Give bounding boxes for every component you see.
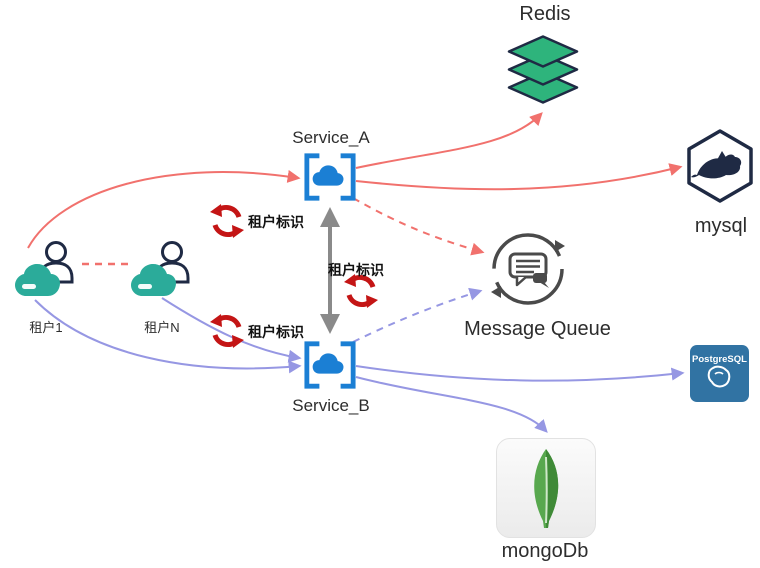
edge-tenantN-serviceB bbox=[161, 297, 302, 363]
edge-serviceA-redis bbox=[355, 112, 543, 169]
edge-serviceB-mq bbox=[352, 287, 483, 343]
tenant1-label: 租户1 bbox=[29, 320, 63, 335]
edge-tenant1-serviceA bbox=[27, 169, 301, 249]
tenant-id-badge-2: 租户标识 bbox=[328, 262, 384, 278]
serviceB-icon bbox=[303, 340, 357, 390]
tenant-id-badge-3: 租户标识 bbox=[248, 324, 304, 340]
postgresql-elephant-glyph bbox=[707, 365, 730, 388]
redis-label: Redis bbox=[519, 3, 571, 25]
tenantN-icon bbox=[128, 238, 196, 302]
mongodb-icon bbox=[496, 438, 596, 538]
message-queue-icon bbox=[489, 230, 567, 308]
edge-serviceB-mongodb bbox=[355, 376, 548, 433]
postgresql-label: PostgreSQL bbox=[692, 354, 747, 365]
message-queue-label: Message Queue bbox=[464, 318, 611, 340]
mysql-icon bbox=[683, 127, 757, 205]
serviceB-label: Service_B bbox=[292, 396, 370, 415]
tenant1-icon bbox=[12, 238, 80, 302]
tenant-id-badge-1: 租户标识 bbox=[248, 214, 304, 230]
mysql-label: mysql bbox=[694, 215, 748, 237]
serviceA-icon bbox=[303, 152, 357, 202]
tenantN-label: 租户N bbox=[144, 320, 180, 335]
edge-tenant1-serviceB bbox=[34, 299, 302, 374]
serviceA-label: Service_A bbox=[292, 128, 370, 147]
postgresql-icon: PostgreSQL bbox=[690, 345, 749, 402]
edge-serviceA-mq bbox=[352, 197, 485, 256]
mongodb-label: mongoDb bbox=[501, 540, 589, 562]
edge-serviceB-postgresql bbox=[355, 365, 685, 382]
tenant-id-refresh-icon bbox=[208, 312, 246, 350]
tenant-id-refresh-icon bbox=[208, 202, 246, 240]
redis-icon bbox=[503, 33, 583, 109]
tenant-id-refresh-icon bbox=[342, 272, 380, 310]
edge-serviceA-mysql bbox=[355, 163, 683, 191]
